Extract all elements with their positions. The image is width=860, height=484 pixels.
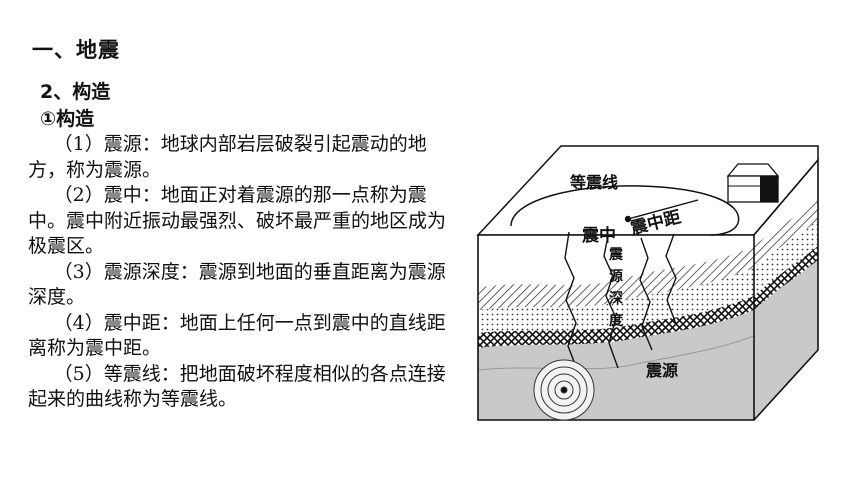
focal-depth-label-2: 源 [609, 268, 623, 285]
focal-depth-label-4: 度 [609, 312, 624, 329]
epicentral-distance-line [627, 199, 699, 220]
house-icon [726, 163, 780, 203]
focus-waves [533, 359, 595, 421]
earthquake-structure-diagram: 等震线 震中 震中距 震 源 深 度 震源 [476, 145, 819, 421]
definitions-text: （1）震源：地球内部岩层破裂引起震动的地方，称为震源。 （2）震中：地面正对着震… [28, 132, 448, 413]
definition-isoseismal: （5）等震线：把地面破坏程度相似的各点连接起来的曲线称为等震线。 [28, 362, 446, 411]
fault-cracks [564, 231, 677, 373]
rock-layers-front [478, 235, 754, 420]
subsection-title: ①构造 [40, 108, 95, 130]
focal-depth-label-3: 深 [609, 290, 623, 307]
definition-focal-depth: （3）震源深度：震源到地面的垂直距离为震源深度。 [28, 260, 446, 309]
focus-label: 震源 [645, 361, 678, 380]
section-title: 2、构造 [40, 81, 111, 103]
epicenter-point [624, 215, 632, 223]
page-title: 一、地震 [32, 38, 120, 62]
definition-focus: （1）震源：地球内部岩层破裂引起震动的地方，称为震源。 [28, 133, 427, 181]
definition-epicentral-distance: （4）震中距：地面上任何一点到震中的直线距离称为震中距。 [28, 311, 446, 360]
isoseismal-curve [510, 185, 740, 236]
focal-depth-label-1: 震 [608, 247, 624, 263]
definition-epicenter: （2）震中：地面正对着震源的那一点称为震中。震中附近振动最强烈、破坏最严重的地区… [28, 184, 447, 257]
isoseismal-label: 等震线 [569, 173, 618, 192]
epicenter-label: 震中 [581, 225, 616, 246]
